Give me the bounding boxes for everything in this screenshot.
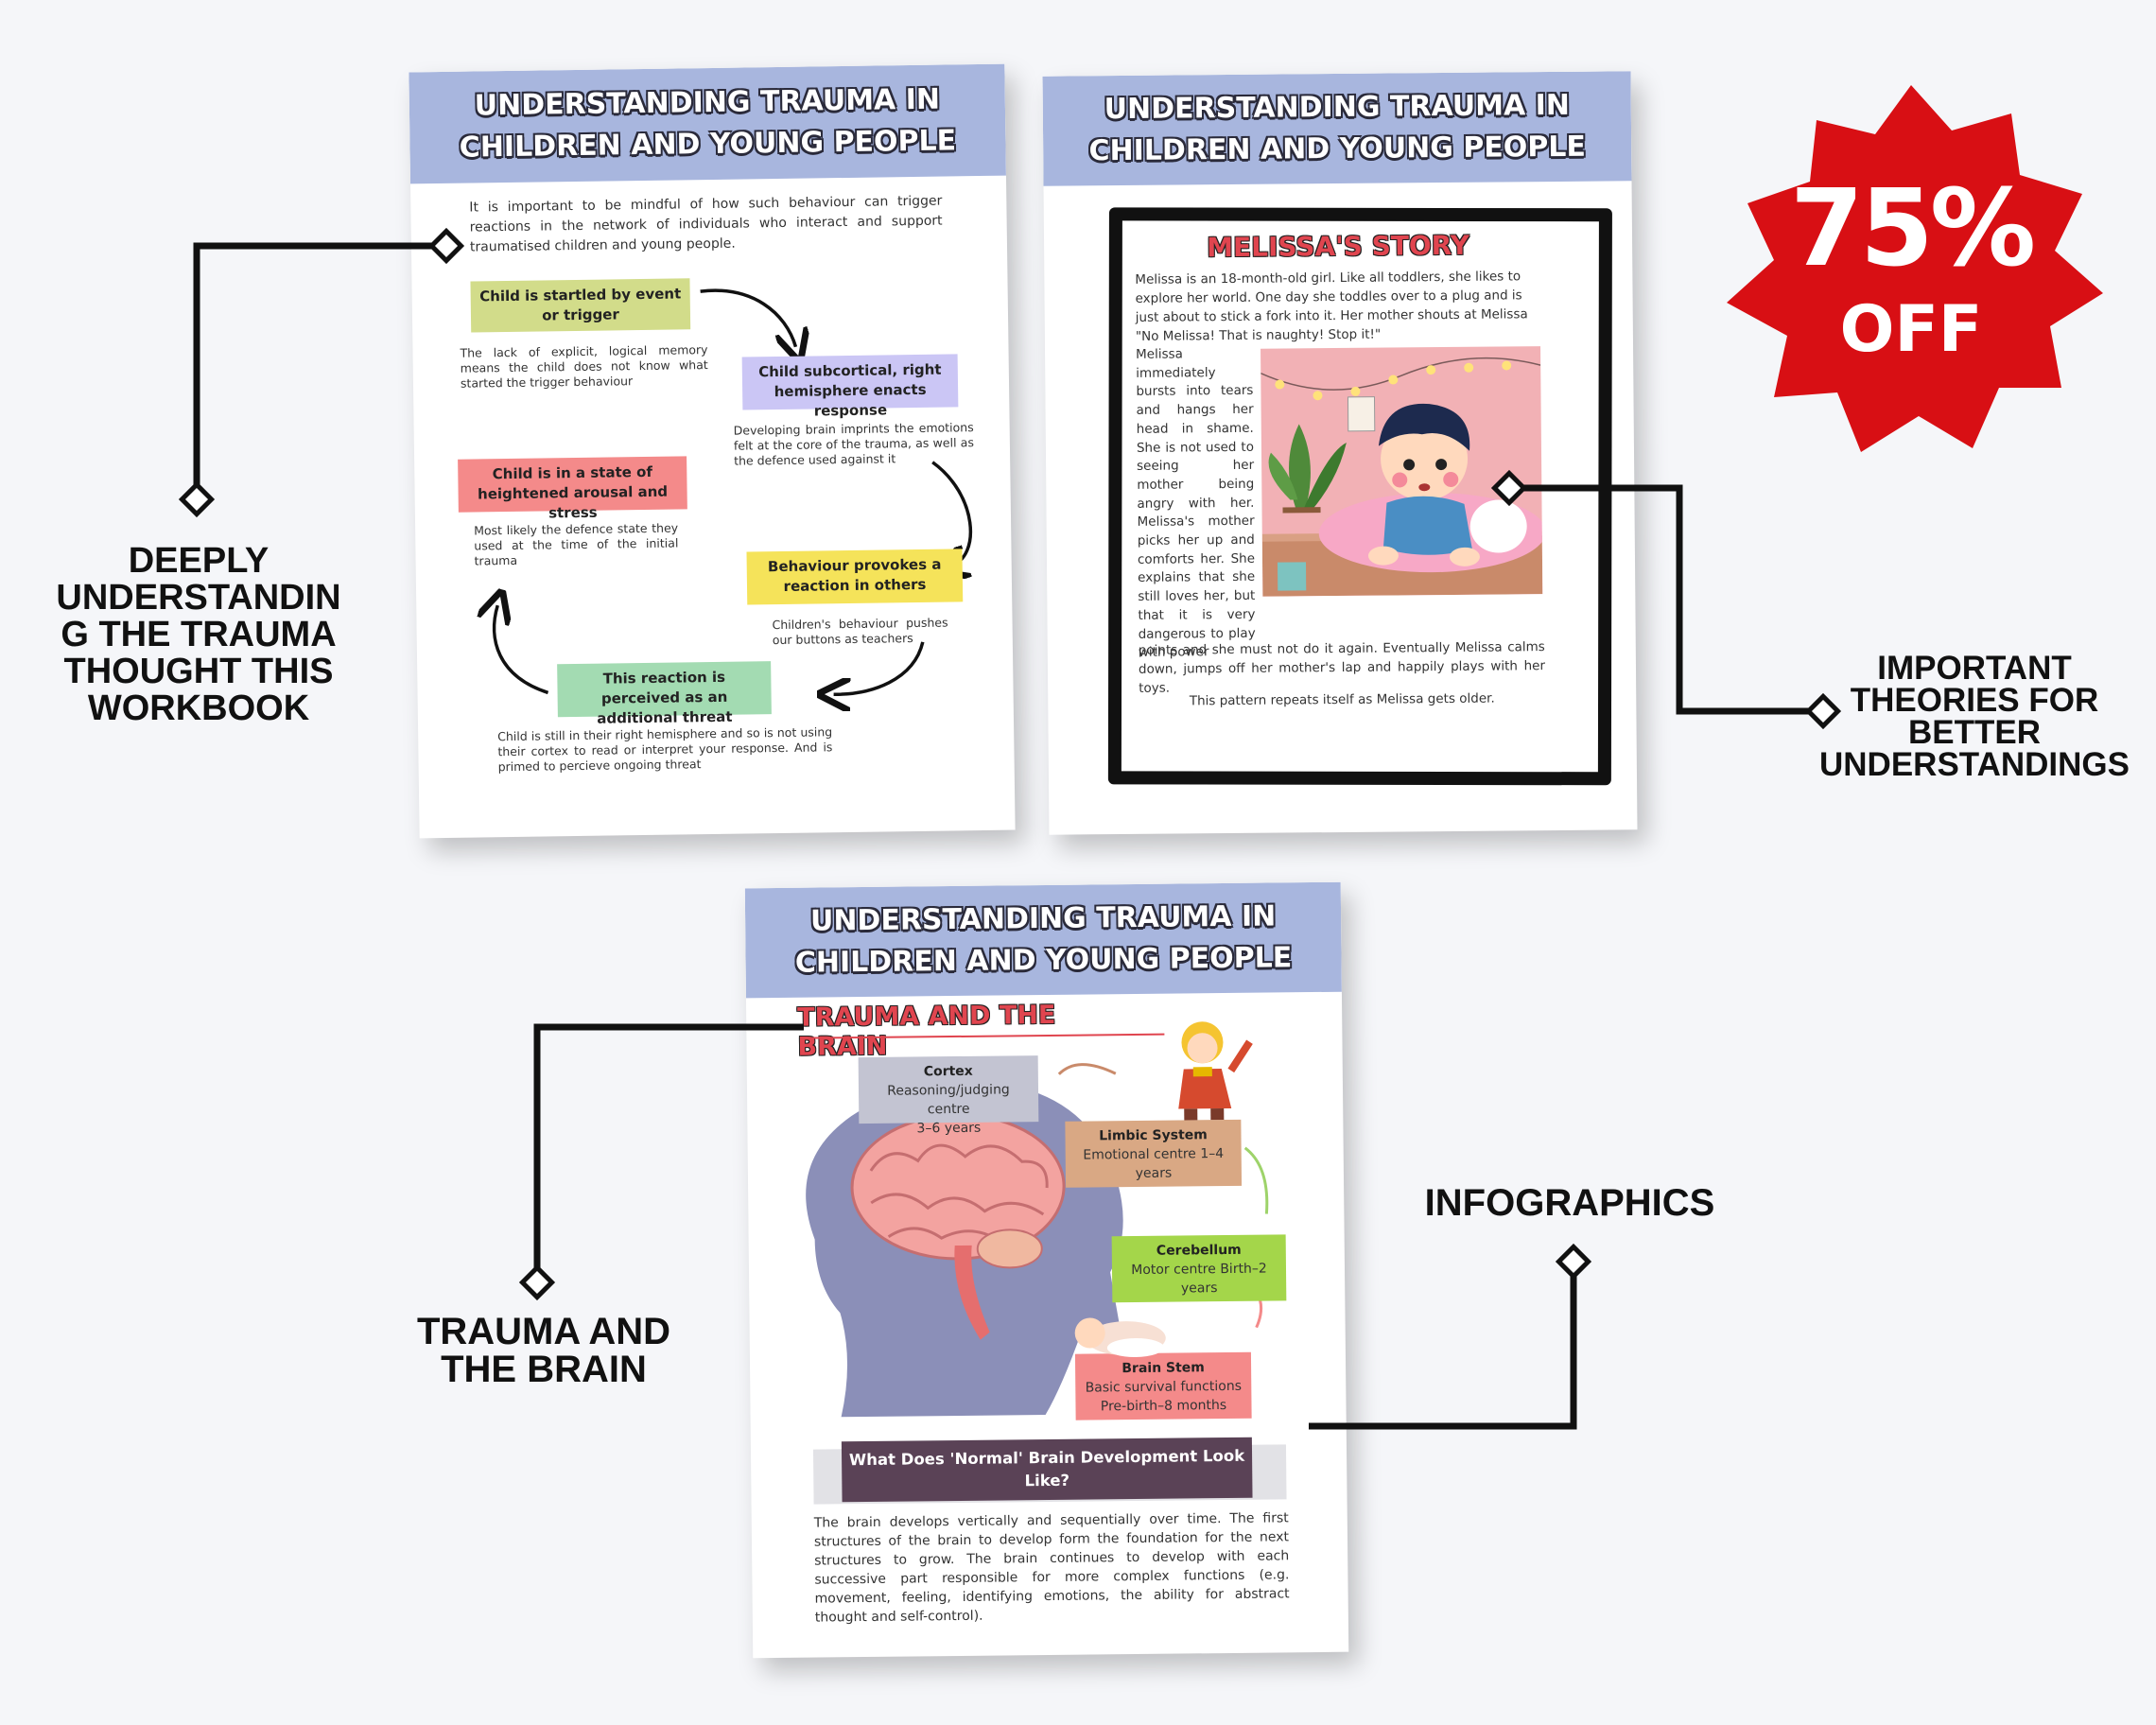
cycle-caption: Most likely the defence state they used …	[474, 520, 679, 568]
cycle-caption: Children's behaviour pushes our buttons …	[772, 615, 948, 648]
connector-right-bottom	[1309, 1262, 1577, 1430]
question-line: Like?	[1024, 1471, 1070, 1490]
cycle-arrows	[409, 288, 972, 839]
callout-line: THOUGHT THIS	[63, 652, 334, 691]
callout-left-bottom: TRAUMA AND THE BRAIN	[388, 1313, 700, 1388]
connector-node	[178, 480, 216, 518]
badge-percent: 75%	[1789, 167, 2036, 290]
callout-line: BETTER	[1908, 714, 2041, 751]
cycle-caption: Child is still in their right hemisphere…	[497, 724, 833, 775]
question-line: What Does 'Normal' Brain Development Loo…	[848, 1446, 1245, 1470]
starburst-icon	[1727, 85, 2103, 452]
story-title: MELISSA'S STORY	[1207, 229, 1470, 264]
region-line: Reasoning/judging centre	[887, 1082, 1010, 1118]
story-paragraph: Melissa is an 18-month-old girl. Like al…	[1135, 269, 1528, 344]
discount-badge: 75% OFF	[1719, 85, 2103, 454]
cycle-step-threat: This reaction is perceived as an additio…	[557, 661, 772, 727]
region-line: years	[1135, 1165, 1173, 1182]
story-side-text: Melissa immediately bursts into tears an…	[1136, 346, 1256, 661]
page-title: CHILDREN AND YOUNG PEOPLE	[1088, 130, 1587, 168]
cycle-step-arousal: Child is in a state of heightened arousa…	[458, 456, 687, 521]
cycle-step-provokes: Behaviour provokes a reaction in others	[746, 549, 964, 605]
brain-region-limbic: Limbic System Emotional centre 1–4 years	[1065, 1119, 1243, 1188]
cycle-step-subcortical: Child subcortical, right hemisphere enac…	[741, 354, 959, 419]
cycle-arrow	[833, 641, 925, 694]
badge-off: OFF	[1839, 292, 1983, 367]
callout-line: TRAUMA AND	[416, 1311, 671, 1352]
question-box: What Does 'Normal' Brain Development Loo…	[841, 1437, 1253, 1503]
connector-left-top	[193, 242, 446, 499]
workbook-page-brain: UNDERSTANDING TRAUMA IN CHILDREN AND YOU…	[744, 881, 1349, 1659]
page-header: UNDERSTANDING TRAUMA IN CHILDREN AND YOU…	[1042, 71, 1632, 186]
brain-region-cerebellum: Cerebellum Motor centre Birth–2 years	[1111, 1234, 1287, 1303]
page-title: UNDERSTANDING TRAUMA IN	[1104, 88, 1571, 127]
cycle-caption: Developing brain imprints the emotions f…	[733, 420, 975, 468]
callout-line: G THE TRAUMA	[61, 615, 337, 654]
cycle-arrow	[494, 604, 549, 695]
callout-left-top: DEEPLY UNDERSTANDIN G THE TRAUMA THOUGHT…	[38, 543, 359, 727]
callout-right-bottom: INFOGRAPHICS	[1424, 1182, 1715, 1224]
region-line: Pre-birth–8 months	[1100, 1398, 1227, 1415]
cycle-step-startled: Child is startled by event or trigger	[470, 278, 691, 333]
region-name: Cortex	[923, 1063, 973, 1080]
region-line: 3–6 years	[916, 1120, 982, 1137]
brain-region-cortex: Cortex Reasoning/judging centre 3–6 year…	[858, 1055, 1039, 1136]
callout-line: THEORIES FOR	[1850, 682, 2099, 719]
connector-node	[1555, 1243, 1592, 1281]
toddler-image	[1261, 357, 1543, 597]
toddler-illustration	[1261, 346, 1543, 597]
callout-right-top: IMPORTANT THEORIES FOR BETTER UNDERSTAND…	[1797, 650, 2152, 783]
region-line: Motor centre Birth–2	[1131, 1261, 1267, 1279]
region-line: years	[1180, 1281, 1218, 1297]
cycle-caption: The lack of explicit, logical memory mea…	[460, 342, 708, 391]
region-line: Basic survival functions	[1085, 1378, 1243, 1396]
callout-line: UNDERSTANDINGS	[1819, 746, 2130, 783]
brain-body-paragraph: The brain develops vertically and sequen…	[813, 1510, 1290, 1626]
callout-line: UNDERSTANDIN	[56, 578, 341, 618]
workbook-page-cycle: UNDERSTANDING TRAUMA IN CHILDREN AND YOU…	[409, 63, 1016, 839]
connector-node	[518, 1263, 556, 1301]
head-brain-illustration	[806, 1063, 1269, 1418]
child-illustration	[1178, 1021, 1253, 1121]
cycle-arrow	[700, 288, 796, 348]
baby-illustration	[1074, 1317, 1166, 1358]
callout-line: DEEPLY	[128, 541, 270, 581]
callout-line: IMPORTANT	[1877, 650, 2072, 687]
callout-line: WORKBOOK	[87, 688, 310, 728]
workbook-page-story: UNDERSTANDING TRAUMA IN CHILDREN AND YOU…	[1042, 71, 1638, 835]
callout-line: THE BRAIN	[441, 1349, 647, 1390]
region-name: Cerebellum	[1156, 1242, 1242, 1259]
region-name: Limbic System	[1099, 1127, 1208, 1144]
region-line: Emotional centre 1–4	[1083, 1146, 1225, 1163]
story-paragraph: This pattern repeats itself as Melissa g…	[1189, 690, 1495, 709]
